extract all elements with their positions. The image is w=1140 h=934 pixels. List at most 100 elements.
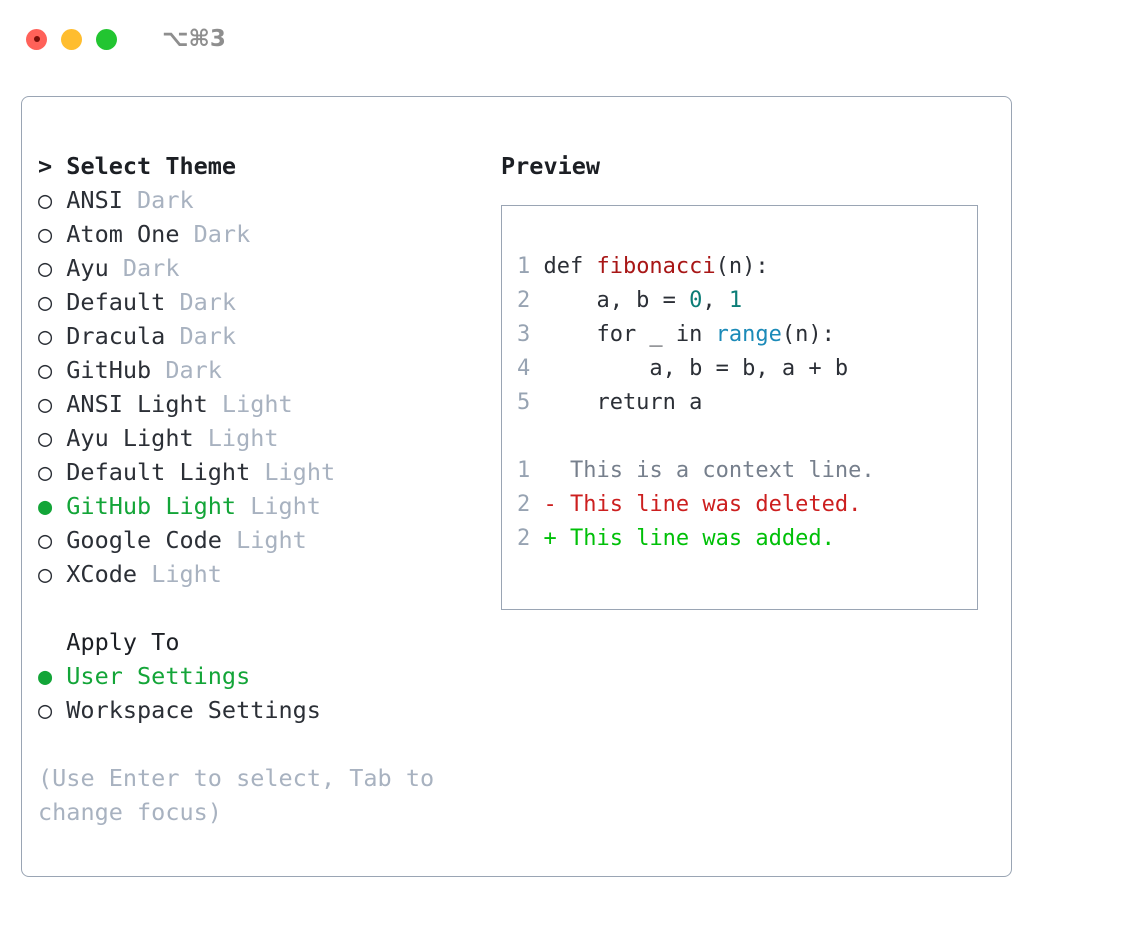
code-line: 5 return a [517,386,969,420]
close-button[interactable] [26,28,47,50]
diff-text: This line was added. [569,526,835,551]
apply-to-header: Apply To [38,628,180,656]
theme-option[interactable]: ○ Ayu Light Light [38,421,488,455]
radio-unselected-icon: ○ [38,560,53,588]
radio-unselected-icon: ○ [38,322,53,350]
theme-option[interactable]: ○ Atom One Dark [38,217,488,251]
theme-variant-badge: Dark [179,288,237,316]
keyboard-shortcut-label: ⌥⌘3 [162,26,226,52]
radio-selected-icon: ● [38,492,53,520]
line-number: 1 [517,458,531,483]
radio-unselected-icon: ○ [38,254,53,282]
theme-option[interactable]: ○ XCode Light [38,557,488,591]
theme-option-label: Default Light [52,458,265,486]
theme-option[interactable]: ○ GitHub Dark [38,353,488,387]
theme-option-label: Default [52,288,180,316]
theme-option-label: XCode [52,560,152,588]
line-number: 2 [517,492,531,517]
zoom-button[interactable] [96,28,117,50]
window-controls [26,28,117,50]
theme-option[interactable]: ○ ANSI Dark [38,183,488,217]
theme-variant-badge: Dark [165,356,222,384]
spacer [517,420,969,454]
theme-option[interactable]: ○ Ayu Dark [38,251,488,285]
apply-to-option-label: User Settings [52,662,251,690]
diff-sign: - [543,492,570,517]
diff-line: 2- This line was deleted. [517,488,969,522]
radio-unselected-icon: ○ [38,220,53,248]
theme-option-label: ANSI [52,186,138,214]
theme-variant-badge: Dark [179,322,237,350]
theme-option-label: Dracula [52,322,180,350]
theme-list-header: > Select Theme [38,152,237,180]
radio-selected-icon: ● [38,662,53,690]
theme-variant-badge: Light [236,526,307,554]
keyboard-hint-text: (Use Enter to select, Tab to change focu… [38,764,435,826]
radio-unselected-icon: ○ [38,356,53,384]
theme-variant-badge: Light [207,424,279,452]
radio-unselected-icon: ○ [38,526,53,554]
code-line: 2 a, b = 0, 1 [517,284,969,318]
theme-option-label: GitHub [52,356,166,384]
theme-option[interactable]: ○ Dracula Dark [38,319,488,353]
code-line: 1 def fibonacci(n): [517,250,969,284]
line-number: 3 [517,322,531,347]
theme-variant-badge: Dark [137,186,194,214]
code-token: a, b = b, a + b [543,356,849,381]
radio-unselected-icon: ○ [38,424,53,452]
code-token: (n): [715,254,769,279]
theme-option[interactable]: ● GitHub Light Light [38,489,488,523]
theme-variant-badge: Light [250,492,321,520]
line-number: 5 [517,390,531,415]
apply-to-option[interactable]: ● User Settings [38,659,488,693]
code-token: (n): [781,322,835,347]
apply-to-option[interactable]: ○ Workspace Settings [38,693,488,727]
theme-option-label: Google Code [52,526,237,554]
code-token: 1 [728,288,743,313]
theme-variant-badge: Light [221,390,293,418]
theme-variant-badge: Dark [122,254,180,282]
title-bar: ⌥⌘3 [0,0,1140,78]
theme-selector-column: > Select Theme ○ ANSI Dark○ Atom One Dar… [38,149,488,829]
code-token: 0 [689,288,703,313]
theme-option[interactable]: ○ ANSI Light Light [38,387,488,421]
diff-text: This is a context line. [569,458,875,483]
theme-variant-badge: Dark [193,220,251,248]
theme-option-list[interactable]: ○ ANSI Dark○ Atom One Dark○ Ayu Dark○ De… [38,183,488,591]
line-number: 1 [517,254,531,279]
code-line: 3 for _ in range(n): [517,318,969,352]
code-token: return a [543,390,703,415]
line-number: 4 [517,356,531,381]
diff-sign: + [543,526,570,551]
radio-unselected-icon: ○ [38,186,53,214]
theme-option[interactable]: ○ Google Code Light [38,523,488,557]
theme-option-label: GitHub Light [52,492,251,520]
theme-option-label: ANSI Light [52,390,222,418]
minimize-button[interactable] [61,28,82,50]
main-panel: > Select Theme ○ ANSI Dark○ Atom One Dar… [21,96,1012,877]
apply-to-option-label: Workspace Settings [52,696,321,724]
code-line: 4 a, b = b, a + b [517,352,969,386]
radio-unselected-icon: ○ [38,458,53,486]
code-token: def [543,254,597,279]
apply-to-option-list[interactable]: ● User Settings○ Workspace Settings [38,659,488,727]
code-token: , [702,288,729,313]
theme-option[interactable]: ○ Default Light Light [38,455,488,489]
code-token: fibonacci [596,254,716,279]
theme-option-label: Ayu [52,254,123,282]
diff-text: This line was deleted. [569,492,862,517]
line-number: 2 [517,288,531,313]
code-token: a, b = [543,288,690,313]
diff-sign [543,458,570,483]
diff-line: 2+ This line was added. [517,522,969,556]
theme-option-label: Atom One [52,220,194,248]
code-token: range [715,322,782,347]
theme-variant-badge: Light [264,458,336,486]
theme-variant-badge: Light [151,560,222,588]
theme-option[interactable]: ○ Default Dark [38,285,488,319]
radio-unselected-icon: ○ [38,696,53,724]
